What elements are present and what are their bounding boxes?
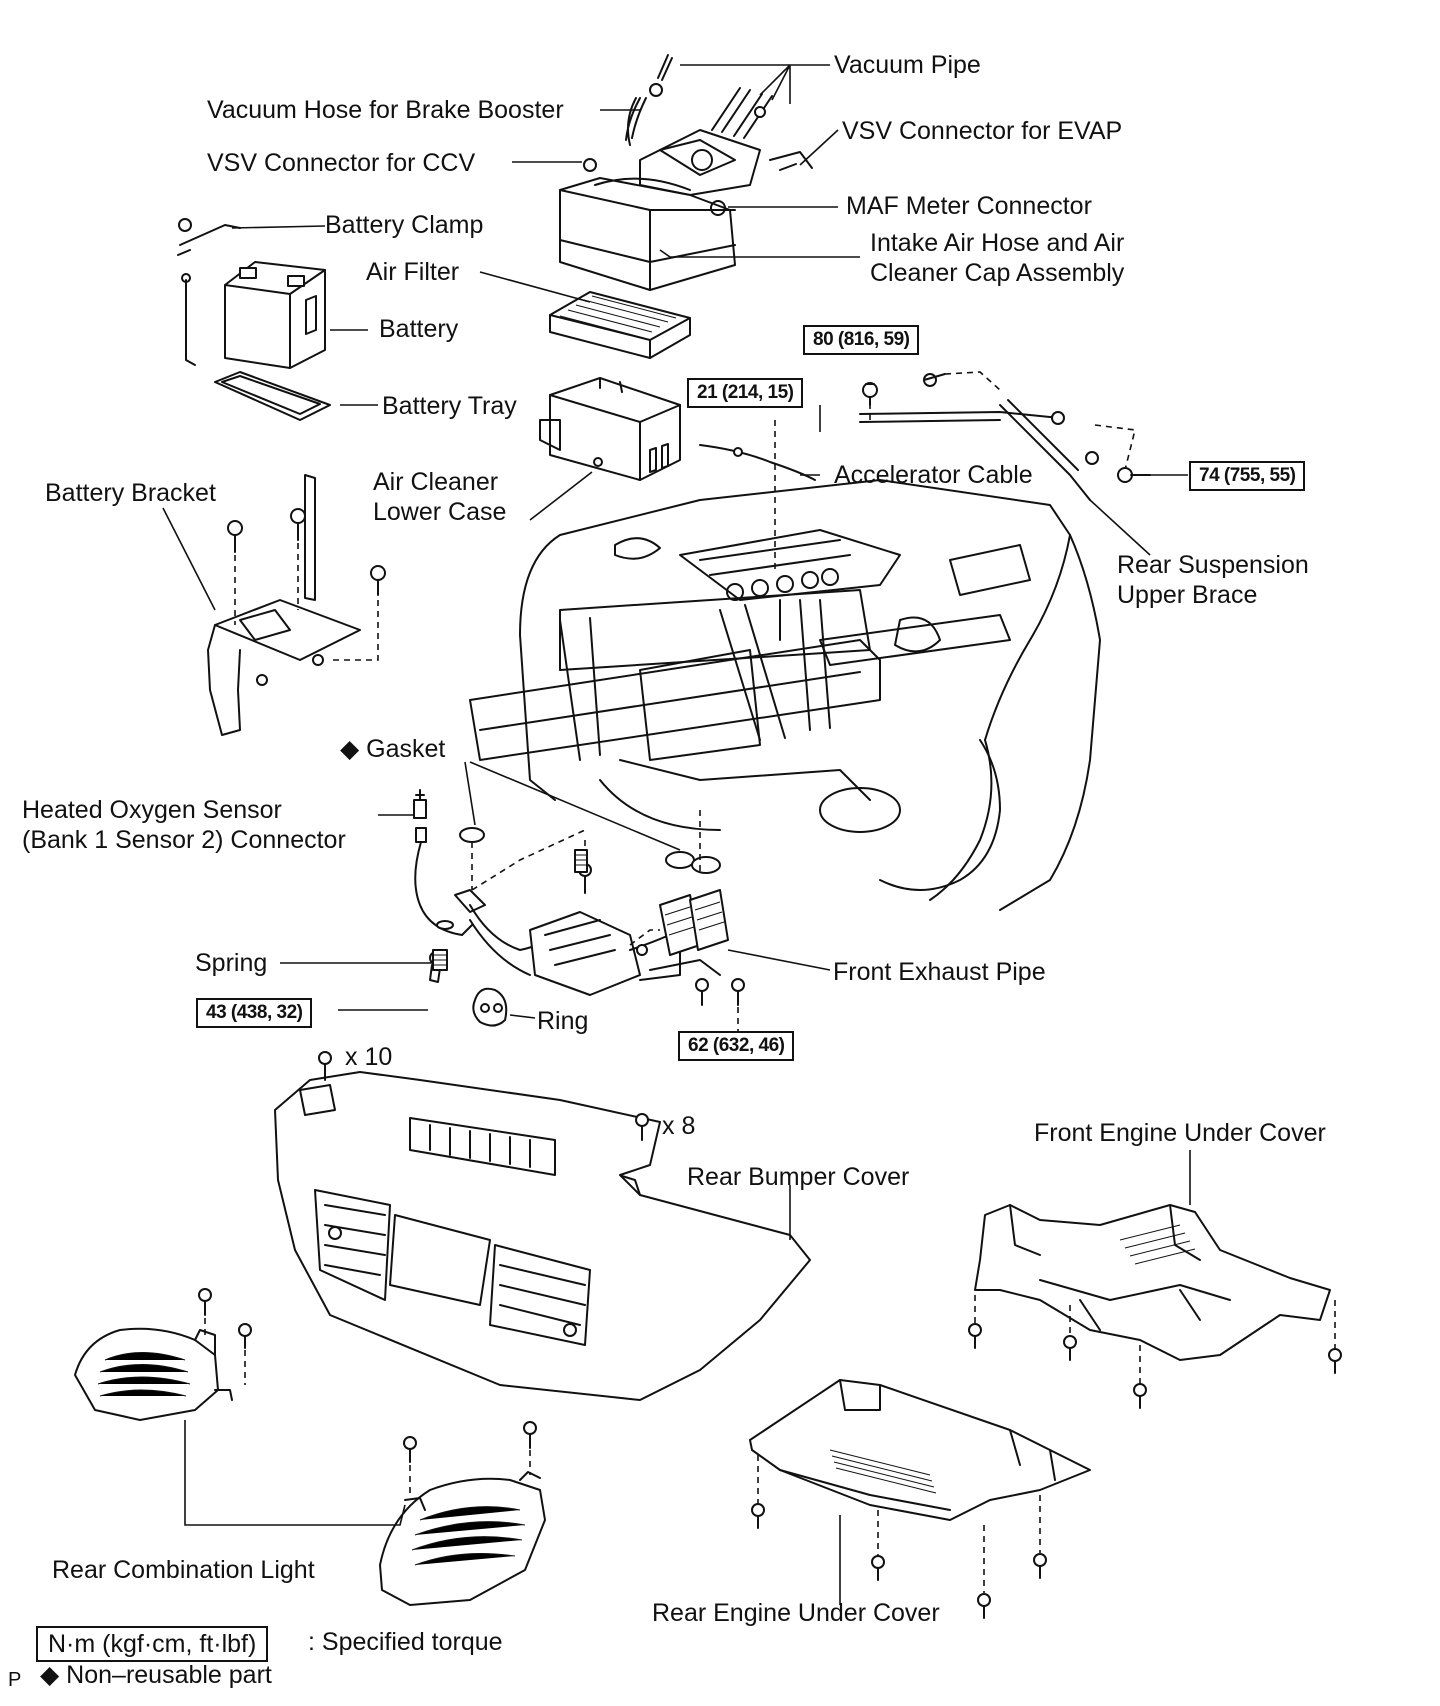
legend-torque-box: N·m (kgf·cm, ft·lbf) <box>36 1626 269 1662</box>
label-heated-o2-sensor: Heated Oxygen Sensor (Bank 1 Sensor 2) C… <box>22 796 346 854</box>
legend-prefix: P <box>8 1669 22 1691</box>
rear-bumper-cover <box>274 1051 811 1401</box>
label-battery-bracket: Battery Bracket <box>45 479 216 507</box>
label-x8: x 8 <box>662 1112 696 1140</box>
label-battery-clamp: Battery Clamp <box>325 211 484 239</box>
label-rear-suspension-brace: Rear Suspension Upper Brace <box>1117 551 1309 609</box>
rear-combination-light-left <box>74 1288 252 1421</box>
label-vsv-ccv: VSV Connector for CCV <box>207 149 476 177</box>
label-front-engine-under-cover: Front Engine Under Cover <box>1034 1119 1326 1147</box>
label-air-cleaner-lower-case: Air Cleaner Lower Case <box>373 468 507 526</box>
rear-combination-light-right <box>379 1421 546 1606</box>
legend-torque-text: : Specified torque <box>308 1628 503 1656</box>
rear-engine-under-cover <box>749 1379 1091 1619</box>
label-air-filter: Air Filter <box>366 258 460 286</box>
air-filter <box>549 291 691 359</box>
label-battery: Battery <box>379 315 459 343</box>
label-intake-air-hose: Intake Air Hose and Air Cleaner Cap Asse… <box>870 229 1125 287</box>
battery-clamp <box>177 218 241 366</box>
label-ring: Ring <box>537 1007 589 1035</box>
label-spring: Spring <box>195 949 268 977</box>
label-vsv-evap: VSV Connector for EVAP <box>842 117 1123 145</box>
label-battery-tray: Battery Tray <box>382 392 517 420</box>
torque-21: 21 (214, 15) <box>687 378 804 408</box>
vacuum-pipe-assembly <box>627 54 813 196</box>
air-cleaner-cap <box>559 158 736 291</box>
oxygen-sensor-connector <box>413 789 473 936</box>
torque-43: 43 (438, 32) <box>196 998 313 1028</box>
label-x10: x 10 <box>345 1043 393 1071</box>
rear-suspension-brace <box>859 399 1151 501</box>
spring <box>432 849 588 971</box>
air-cleaner-lower-case <box>539 377 681 481</box>
torque-80: 80 (816, 59) <box>803 325 920 355</box>
battery-bracket <box>207 474 386 736</box>
torque-74: 74 (755, 55) <box>1189 461 1306 491</box>
label-accelerator-cable: Accelerator Cable <box>834 461 1033 489</box>
battery <box>224 261 326 369</box>
label-rear-bumper-cover: Rear Bumper Cover <box>687 1163 910 1191</box>
torque-62: 62 (632, 46) <box>678 1031 795 1061</box>
vehicle-body <box>469 479 1101 911</box>
battery-tray <box>214 371 331 421</box>
accelerator-cable <box>699 444 816 481</box>
legend-nonreusable: ◆ Non–reusable part <box>40 1661 272 1689</box>
label-front-exhaust-pipe: Front Exhaust Pipe <box>833 958 1046 986</box>
leader-lines <box>162 64 1191 1605</box>
ring <box>472 987 508 1027</box>
label-gasket: ◆ Gasket <box>340 735 446 763</box>
gasket-leader <box>464 761 681 851</box>
vacuum-hose <box>625 97 647 141</box>
brace-bolts <box>862 371 1001 420</box>
front-engine-under-cover <box>968 1204 1342 1409</box>
label-maf: MAF Meter Connector <box>846 192 1092 220</box>
label-vacuum-pipe: Vacuum Pipe <box>834 51 981 79</box>
label-rear-combination-light: Rear Combination Light <box>52 1556 315 1584</box>
label-rear-engine-under-cover: Rear Engine Under Cover <box>652 1599 940 1627</box>
label-vacuum-hose: Vacuum Hose for Brake Booster <box>207 96 564 124</box>
